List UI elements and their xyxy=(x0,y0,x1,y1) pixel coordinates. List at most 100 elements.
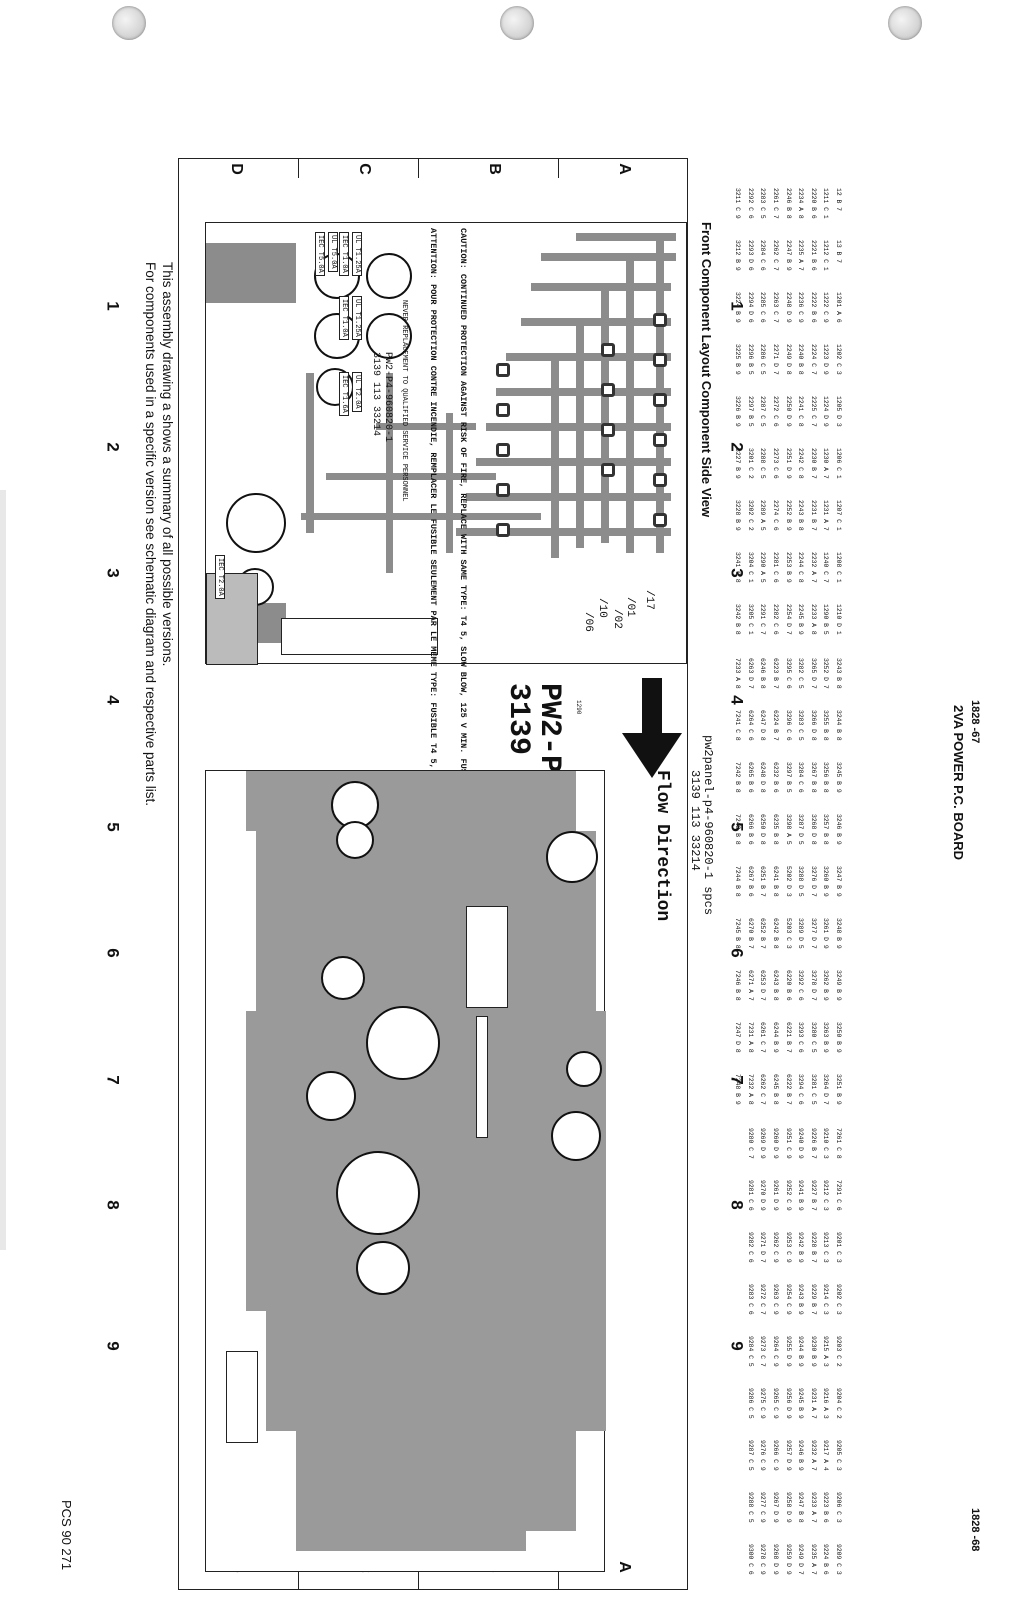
legend-entry: 9272 C 7 xyxy=(759,1284,767,1315)
grid-row-b-top: B xyxy=(485,163,503,175)
legend-entry: 3241 C 8 xyxy=(734,552,742,583)
legend-entry: 6271 A 7 xyxy=(746,970,754,1001)
legend-entry: 7231 A 8 xyxy=(746,1022,754,1053)
legend-entry: 9243 B 9 xyxy=(797,1284,805,1315)
legend-entry: 3268 D 8 xyxy=(809,814,817,845)
legend-entry: 6251 B 7 xyxy=(759,866,767,897)
fuse-rating-label: IEC T1.0A xyxy=(339,296,349,340)
legend-entry: 6221 B 7 xyxy=(784,1022,792,1053)
legend-entry: 2294 D 6 xyxy=(746,292,754,323)
legend-column: 9251 C 99252 C 99253 C 99254 C 99255 D 9… xyxy=(784,1128,792,1588)
legend-entry: 9254 C 9 xyxy=(784,1284,792,1315)
legend-entry: 3261 D 9 xyxy=(822,918,830,949)
legend-entry: 3282 C 5 xyxy=(797,658,805,689)
legend-entry: 3202 C 2 xyxy=(746,500,754,531)
legend-entry: 9286 C 5 xyxy=(746,1388,754,1419)
grid-row-a-top: A xyxy=(615,163,633,175)
legend-entry: 9247 B 8 xyxy=(797,1492,805,1523)
legend-entry: 9253 C 9 xyxy=(784,1232,792,1263)
legend-column: 2283 C 52284 C 62285 C 62286 C 52287 C 5… xyxy=(758,188,766,656)
legend-entry: 9240 D 9 xyxy=(797,1128,805,1159)
legend-entry: 7242 B 8 xyxy=(734,762,742,793)
service-note: NEVER REPLACEMENT TO QUALIFIED SERVICE P… xyxy=(400,300,408,502)
legend-entry: 7291 C 6 xyxy=(835,1180,842,1211)
page-number-right: 1828 -68 xyxy=(969,1508,981,1552)
jumper-label: /06 xyxy=(582,612,594,632)
legend-entry: 2249 D 8 xyxy=(784,344,792,375)
legend-entry: 1222 C 9 xyxy=(822,292,830,323)
legend-entry: 2292 C 6 xyxy=(746,188,754,219)
legend-entry: 3278 D 7 xyxy=(809,970,817,1001)
legend-column: 3282 C 53283 C 53284 C 63287 D 53288 D 5… xyxy=(796,658,804,1126)
legend-entry: 6243 B 8 xyxy=(772,970,779,1001)
legend-entry: 9259 D 9 xyxy=(784,1544,792,1575)
legend-entry: 9275 C 9 xyxy=(759,1388,767,1419)
jumper-label: /02 xyxy=(611,609,623,629)
legend-entry: 9270 D 9 xyxy=(759,1180,767,1211)
legend-entry: 2274 C 6 xyxy=(772,500,779,531)
legend-entry: 9242 B 9 xyxy=(797,1232,805,1263)
legend-entry: 6245 B 8 xyxy=(772,1074,779,1105)
legend-entry: 3242 B 8 xyxy=(734,604,742,635)
legend-column: 3252 D 73255 B 83256 B 83257 B 83260 B 9… xyxy=(821,658,829,1126)
parts-location-legend: 12 B 713 B 71201 A 61202 C 31205 D 31206… xyxy=(730,188,845,1588)
legend-entry: 3298 A 5 xyxy=(784,814,792,845)
legend-entry: 2282 C 6 xyxy=(772,604,779,635)
legend-entry: 2233 A 8 xyxy=(809,604,817,635)
footer-code: PCS 90 271 xyxy=(59,1500,74,1571)
legend-entry: 9273 C 7 xyxy=(759,1336,767,1367)
legend-entry: 3226 B 9 xyxy=(734,396,742,427)
grid-col-6-top: 6 xyxy=(727,948,747,958)
legend-entry: 6247 D 8 xyxy=(759,710,767,741)
legend-entry: 2254 D 7 xyxy=(784,604,792,635)
legend-entry: 9271 D 7 xyxy=(759,1232,767,1263)
legend-entry: 2287 C 5 xyxy=(759,396,767,427)
legend-entry: 1224 D 9 xyxy=(822,396,830,427)
legend-entry: 2234 A 8 xyxy=(797,188,805,219)
grid-row-a-bottom: A xyxy=(615,1561,633,1573)
legend-entry: 1208 C 1 xyxy=(835,552,842,583)
fuse-rating-label: UL T1.25A xyxy=(352,232,362,276)
legend-entry: 9277 C 9 xyxy=(759,1492,767,1523)
legend-entry: 3228 B 9 xyxy=(734,500,742,531)
grid-col-9-top: 9 xyxy=(727,1341,747,1351)
legend-entry: 2283 C 5 xyxy=(759,188,767,219)
attention-text: ATTENTION: POUR PROTECTION CONTRE INCEND… xyxy=(428,228,438,851)
legend-entry: 6266 B 6 xyxy=(746,814,754,845)
legend-entry: 3297 B 5 xyxy=(784,762,792,793)
legend-entry: 6267 B 6 xyxy=(746,866,754,897)
legend-entry: 1211 C 1 xyxy=(822,188,830,219)
legend-entry: 1210 D 1 xyxy=(835,604,842,635)
legend-entry: 9261 D 9 xyxy=(772,1180,779,1211)
legend-entry: 2246 B 8 xyxy=(784,188,792,219)
legend-column: 7233 A 87241 C 87242 B 87243 B 87244 B 8… xyxy=(733,658,741,1126)
legend-entry: 3251 B 9 xyxy=(835,1074,842,1105)
caution-text: CAUTION: CONTINUED PROTECTION AGAINST RI… xyxy=(458,228,468,779)
legend-entry: 3250 B 9 xyxy=(835,1022,842,1053)
legend-entry: 3287 D 5 xyxy=(797,814,805,845)
grid-col-2-bottom: 2 xyxy=(103,442,123,452)
legend-entry: 2244 C 8 xyxy=(797,552,805,583)
legend-entry: 9246 B 9 xyxy=(797,1440,805,1471)
legend-entry: 6242 B 8 xyxy=(772,918,779,949)
legend-entry: 6235 B 8 xyxy=(772,814,779,845)
legend-column: 1211 C 11212 C 11222 C 91223 D 91224 D 9… xyxy=(821,188,829,656)
legend-entry: 9232 A 7 xyxy=(809,1440,817,1471)
page-number-left: 1828 -67 xyxy=(969,700,981,744)
fuse-rating-label: IEC T1.0A xyxy=(339,232,349,276)
legend-entry: 3205 C 1 xyxy=(746,604,754,635)
legend-entry: 9282 C 6 xyxy=(746,1232,754,1263)
legend-entry: 7247 D 8 xyxy=(734,1022,742,1053)
pcb-left-panel xyxy=(205,222,687,665)
legend-entry: 9268 D 9 xyxy=(772,1544,779,1575)
legend-entry: 2248 D 9 xyxy=(784,292,792,323)
grid-row-d-top: D xyxy=(227,163,245,175)
legend-entry: 9231 A 7 xyxy=(809,1388,817,1419)
legend-entry: 2247 B 9 xyxy=(784,240,792,271)
legend-entry: 7241 C 8 xyxy=(734,710,742,741)
legend-entry: 2284 C 6 xyxy=(759,240,767,271)
legend-entry: 9202 C 3 xyxy=(835,1284,842,1315)
legend-entry: 6223 B 7 xyxy=(772,658,779,689)
legend-entry: 5203 C 3 xyxy=(784,918,792,949)
legend-entry: 2281 C 6 xyxy=(772,552,779,583)
